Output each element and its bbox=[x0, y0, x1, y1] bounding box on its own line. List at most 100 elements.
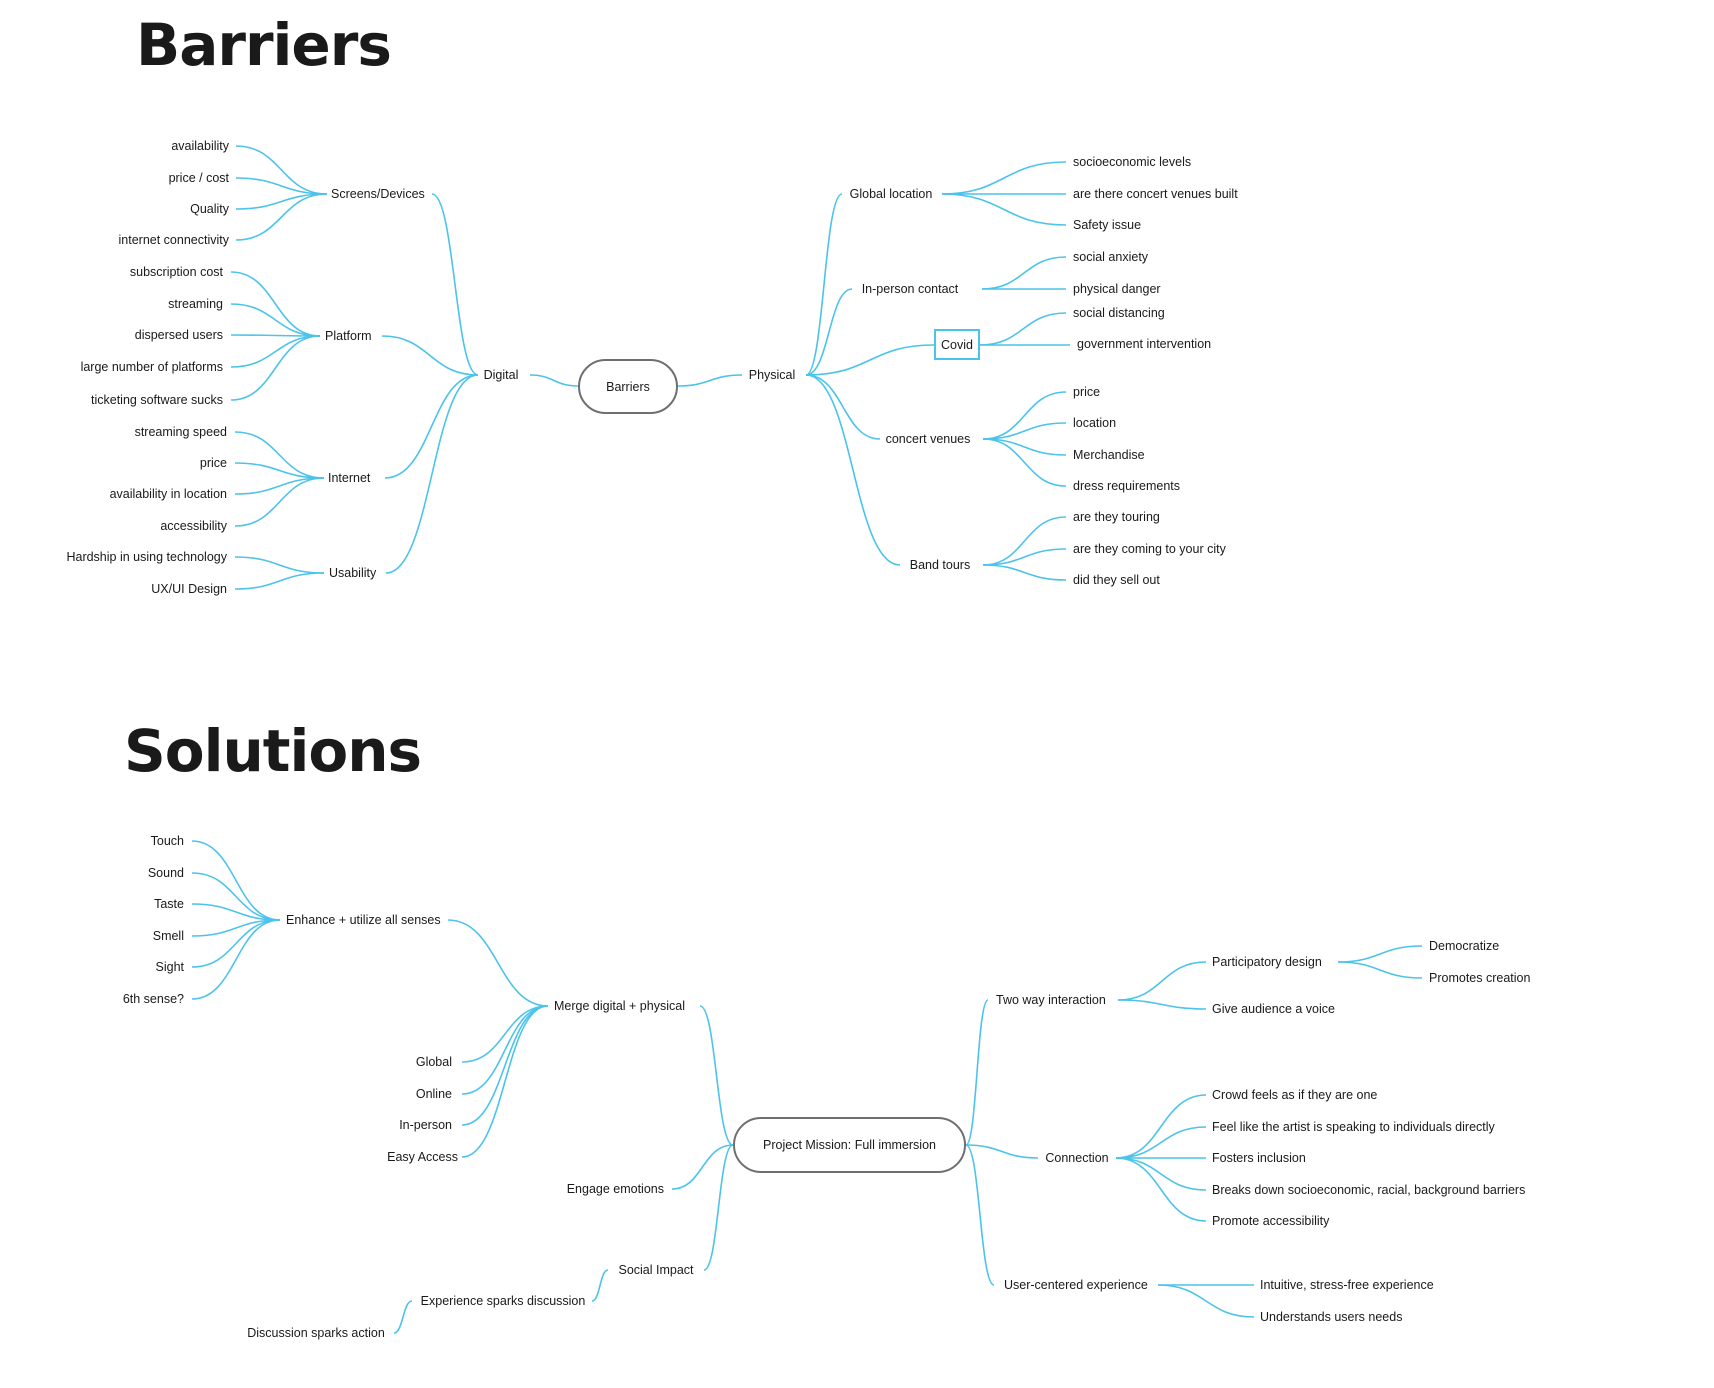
leaf-breaks-down-barriers[interactable]: Breaks down socioeconomic, racial, backg… bbox=[1212, 1183, 1526, 1197]
leaf-crowd-as-one[interactable]: Crowd feels as if they are one bbox=[1212, 1088, 1378, 1102]
node-social-impact[interactable]: Social Impact bbox=[618, 1263, 694, 1277]
node-screens-devices[interactable]: Screens/Devices bbox=[331, 187, 425, 201]
leaf-merchandise[interactable]: Merchandise bbox=[1073, 448, 1145, 462]
leaf-physical-danger[interactable]: physical danger bbox=[1073, 282, 1161, 296]
leaf-venue-price[interactable]: price bbox=[1073, 385, 1101, 399]
leaf-accessibility[interactable]: accessibility bbox=[160, 519, 227, 533]
connector-line bbox=[671, 1144, 734, 1190]
leaf-streaming[interactable]: streaming bbox=[168, 297, 223, 311]
leaf-hardship[interactable]: Hardship in using technology bbox=[66, 550, 227, 564]
leaf-ticketing-software[interactable]: ticketing software sucks bbox=[91, 393, 223, 407]
connector-line bbox=[235, 145, 328, 195]
connector-line bbox=[234, 462, 325, 479]
leaf-global[interactable]: Global bbox=[415, 1055, 452, 1069]
leaf-promote-accessibility[interactable]: Promote accessibility bbox=[1212, 1214, 1330, 1228]
node-platform[interactable]: Platform bbox=[325, 329, 372, 343]
leaf-price-cost[interactable]: price / cost bbox=[168, 171, 229, 185]
leaf-dress-requirements[interactable]: dress requirements bbox=[1073, 479, 1180, 493]
node-discussion-sparks-action[interactable]: Discussion sparks action bbox=[247, 1326, 385, 1340]
node-enhance-senses[interactable]: Enhance + utilize all senses bbox=[286, 913, 441, 927]
leaf-ux-ui-design[interactable]: UX/UI Design bbox=[151, 582, 227, 596]
node-engage-emotions[interactable]: Engage emotions bbox=[566, 1182, 664, 1196]
node-internet[interactable]: Internet bbox=[328, 471, 371, 485]
leaf-easy-access[interactable]: Easy Access bbox=[387, 1150, 458, 1164]
leaf-democratize[interactable]: Democratize bbox=[1429, 939, 1500, 953]
connector-line bbox=[234, 572, 325, 590]
leaf-social-anxiety[interactable]: social anxiety bbox=[1073, 250, 1149, 264]
connector-line bbox=[230, 334, 321, 337]
leaf-intuitive-experience[interactable]: Intuitive, stress-free experience bbox=[1260, 1278, 1434, 1292]
connector-line bbox=[982, 516, 1067, 566]
leaf-subscription-cost[interactable]: subscription cost bbox=[129, 265, 223, 279]
leaf-artist-speaking[interactable]: Feel like the artist is speaking to indi… bbox=[1212, 1120, 1495, 1134]
leaf-venue-location[interactable]: location bbox=[1073, 416, 1117, 430]
leaf-social-distancing[interactable]: social distancing bbox=[1073, 306, 1165, 320]
node-digital[interactable]: Digital bbox=[483, 368, 519, 382]
leaf-socioeconomic-levels[interactable]: socioeconomic levels bbox=[1073, 155, 1192, 169]
leaf-government-intervention[interactable]: government intervention bbox=[1077, 337, 1212, 351]
leaf-online[interactable]: Online bbox=[415, 1087, 452, 1101]
leaf-large-number-of-platforms[interactable]: large number of platforms bbox=[80, 360, 223, 374]
node-in-person-contact[interactable]: In-person contact bbox=[861, 282, 959, 296]
leaf-are-they-touring[interactable]: are they touring bbox=[1073, 510, 1160, 524]
leaf-smell[interactable]: Smell bbox=[152, 929, 184, 943]
connector-line bbox=[677, 374, 743, 387]
node-usability[interactable]: Usability bbox=[329, 566, 377, 580]
connector-line bbox=[965, 999, 989, 1146]
connector-line bbox=[461, 1005, 549, 1126]
node-global-location[interactable]: Global location bbox=[849, 187, 933, 201]
barriers-root-label: Barriers bbox=[606, 379, 650, 394]
node-participatory-design[interactable]: Participatory design bbox=[1212, 955, 1322, 969]
connector-line bbox=[461, 1005, 549, 1063]
connector-line bbox=[941, 161, 1067, 195]
node-two-way-interaction[interactable]: Two way interaction bbox=[996, 993, 1106, 1007]
leaf-promotes-creation[interactable]: Promotes creation bbox=[1429, 971, 1531, 985]
connector-line bbox=[1157, 1284, 1255, 1318]
connector-line bbox=[1117, 961, 1207, 1001]
node-merge-digital-physical[interactable]: Merge digital + physical bbox=[554, 999, 685, 1013]
leaf-coming-to-your-city[interactable]: are they coming to your city bbox=[1073, 542, 1226, 556]
leaf-touch[interactable]: Touch bbox=[150, 834, 184, 848]
barriers-root-node[interactable]: Barriers bbox=[578, 359, 678, 414]
leaf-safety-issue[interactable]: Safety issue bbox=[1073, 218, 1142, 232]
connector-line bbox=[982, 564, 1067, 581]
leaf-sixth-sense[interactable]: 6th sense? bbox=[122, 992, 184, 1006]
leaf-internet-price[interactable]: price bbox=[199, 456, 227, 470]
leaf-taste[interactable]: Taste bbox=[154, 897, 184, 911]
connector-line bbox=[982, 391, 1067, 440]
connector-line bbox=[982, 422, 1067, 440]
connector-line bbox=[981, 256, 1067, 290]
connector-line bbox=[591, 1269, 609, 1302]
connector-line bbox=[1115, 1157, 1207, 1191]
leaf-concert-venues-built[interactable]: are there concert venues built bbox=[1073, 187, 1238, 201]
node-band-tours[interactable]: Band tours bbox=[909, 558, 971, 572]
leaf-internet-connectivity[interactable]: internet connectivity bbox=[118, 233, 229, 247]
node-covid[interactable]: Covid bbox=[934, 329, 980, 360]
leaf-sound[interactable]: Sound bbox=[147, 866, 184, 880]
connector-line bbox=[191, 919, 281, 937]
node-user-centered-experience[interactable]: User-centered experience bbox=[1004, 1278, 1148, 1292]
leaf-understands-users[interactable]: Understands users needs bbox=[1260, 1310, 1403, 1324]
connector-line bbox=[1337, 945, 1423, 963]
connector-line bbox=[381, 335, 479, 376]
node-physical[interactable]: Physical bbox=[748, 368, 796, 382]
node-concert-venues[interactable]: concert venues bbox=[885, 432, 971, 446]
connector-line bbox=[805, 374, 881, 440]
leaf-fosters-inclusion[interactable]: Fosters inclusion bbox=[1212, 1151, 1306, 1165]
leaf-give-audience-voice[interactable]: Give audience a voice bbox=[1212, 1002, 1335, 1016]
connector-line bbox=[447, 919, 549, 1007]
leaf-streaming-speed[interactable]: streaming speed bbox=[134, 425, 227, 439]
connector-line bbox=[191, 872, 281, 921]
leaf-quality[interactable]: Quality bbox=[190, 202, 229, 216]
leaf-availability-in-location[interactable]: availability in location bbox=[109, 487, 227, 501]
solutions-root-node[interactable]: Project Mission: Full immersion bbox=[733, 1117, 966, 1173]
leaf-dispersed-users[interactable]: dispersed users bbox=[134, 328, 223, 342]
node-experience-sparks-discussion[interactable]: Experience sparks discussion bbox=[420, 1294, 586, 1308]
leaf-did-they-sell-out[interactable]: did they sell out bbox=[1073, 573, 1160, 587]
node-connection[interactable]: Connection bbox=[1045, 1151, 1109, 1165]
connector-line bbox=[235, 193, 328, 241]
connector-line bbox=[385, 374, 479, 574]
leaf-in-person[interactable]: In-person bbox=[399, 1118, 452, 1132]
leaf-sight[interactable]: Sight bbox=[155, 960, 185, 974]
leaf-availability[interactable]: availability bbox=[171, 139, 229, 153]
